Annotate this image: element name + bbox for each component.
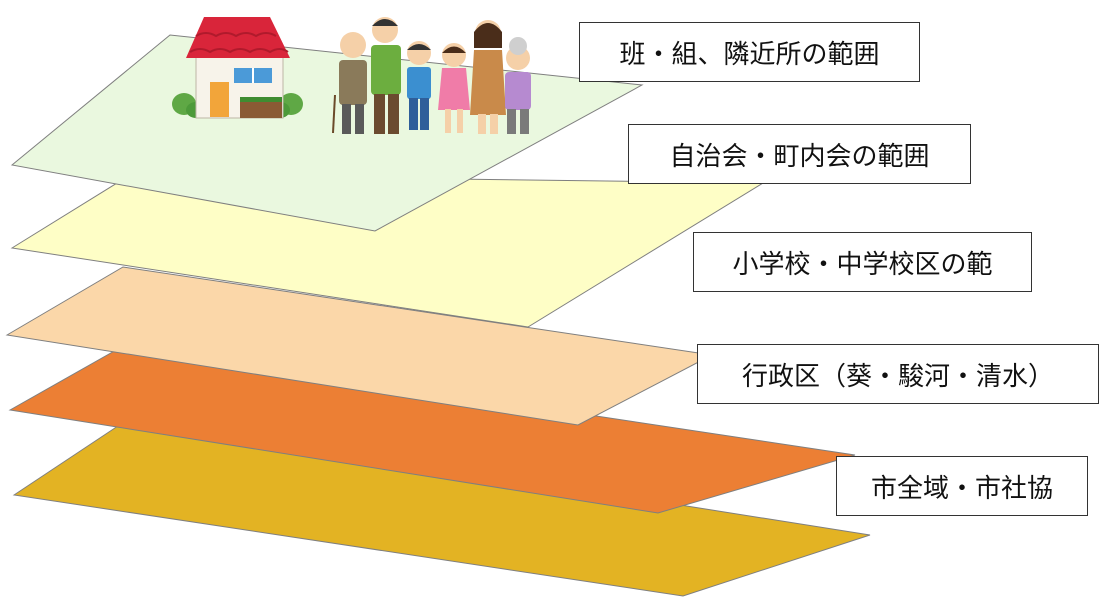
label-ward: 行政区（葵・駿河・清水） <box>697 344 1099 404</box>
label-neighborhood-assoc: 自治会・町内会の範囲 <box>628 124 971 184</box>
house-illustration <box>172 17 303 119</box>
label-school-district: 小学校・中学校区の範 <box>693 232 1032 292</box>
family-illustration <box>332 17 531 134</box>
label-block-group: 班・組、隣近所の範囲 <box>579 22 920 82</box>
layer-ward <box>8 344 856 514</box>
label-city-wide: 市全域・市社協 <box>836 456 1088 516</box>
layer-city-wide <box>12 417 871 597</box>
